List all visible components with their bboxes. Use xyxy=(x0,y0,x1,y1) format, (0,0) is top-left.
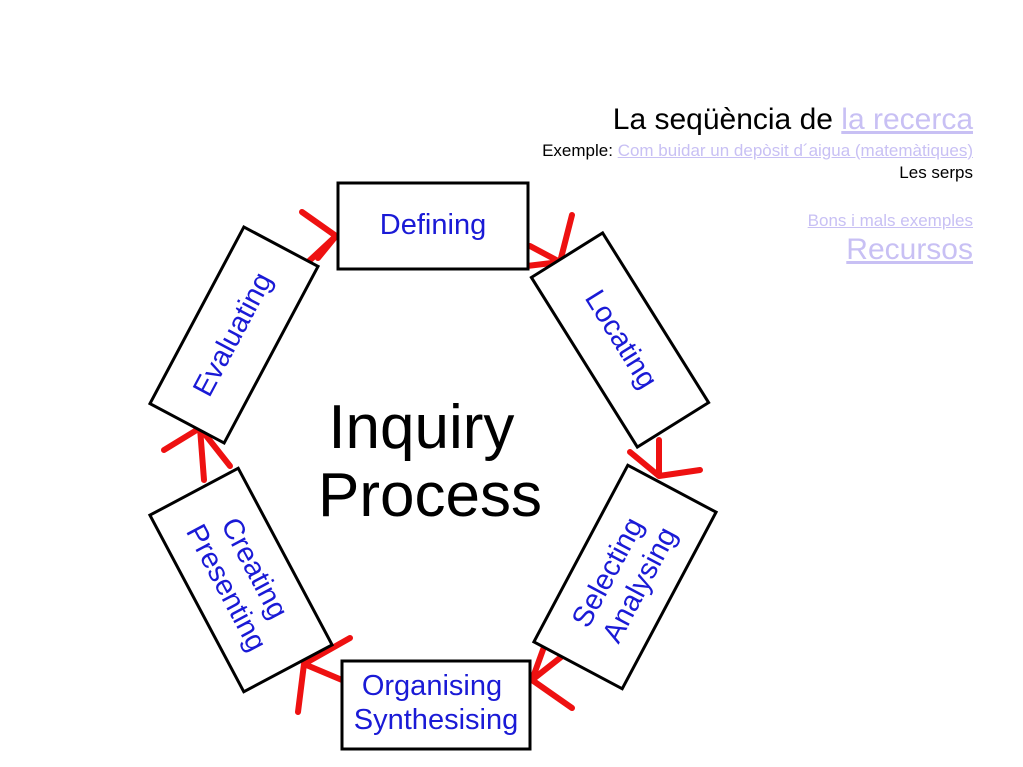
center-label: Inquiry Process xyxy=(318,393,542,530)
stage-defining: Defining xyxy=(336,181,530,271)
recursos-link[interactable]: Recursos xyxy=(846,233,973,266)
bons-line: Bons i mals exemples xyxy=(413,210,973,232)
serps-text: Les serps xyxy=(899,163,973,182)
stage-locating: Locating xyxy=(529,230,711,450)
title-line: La seqüència de la recerca xyxy=(413,100,973,140)
arrow-locating-to-selecting xyxy=(627,437,703,479)
recerca-link[interactable]: la recerca xyxy=(841,103,973,136)
arrow-organising-to-creating xyxy=(295,635,353,715)
stage-organising-synthesising: Organising Synthesising xyxy=(340,659,532,751)
stage-label: Defining xyxy=(380,209,486,241)
center-label-line-1: Inquiry xyxy=(328,393,514,462)
arrow-evaluating-to-defining xyxy=(299,209,339,265)
bons-exemples-link[interactable]: Bons i mals exemples xyxy=(807,211,973,230)
title-prefix: La seqüència de xyxy=(612,103,842,136)
stage-label: Organising Synthesising xyxy=(354,670,518,736)
recursos-line: Recursos xyxy=(413,232,973,268)
example-prefix: Exemple: xyxy=(542,141,618,160)
center-label-line-2: Process xyxy=(318,461,542,530)
stage-evaluating: Evaluating xyxy=(147,224,321,446)
stage-creating-presenting: Creating Presenting xyxy=(147,466,335,694)
example-link[interactable]: Com buidar un depòsit d´aigua (matemàtiq… xyxy=(617,141,973,160)
example-line: Exemple: Com buidar un depòsit d´aigua (… xyxy=(413,140,973,162)
header: La seqüència de la recerca Exemple: Com … xyxy=(413,100,973,268)
stage-selecting-analysing: Selecting Analysing xyxy=(531,463,719,691)
